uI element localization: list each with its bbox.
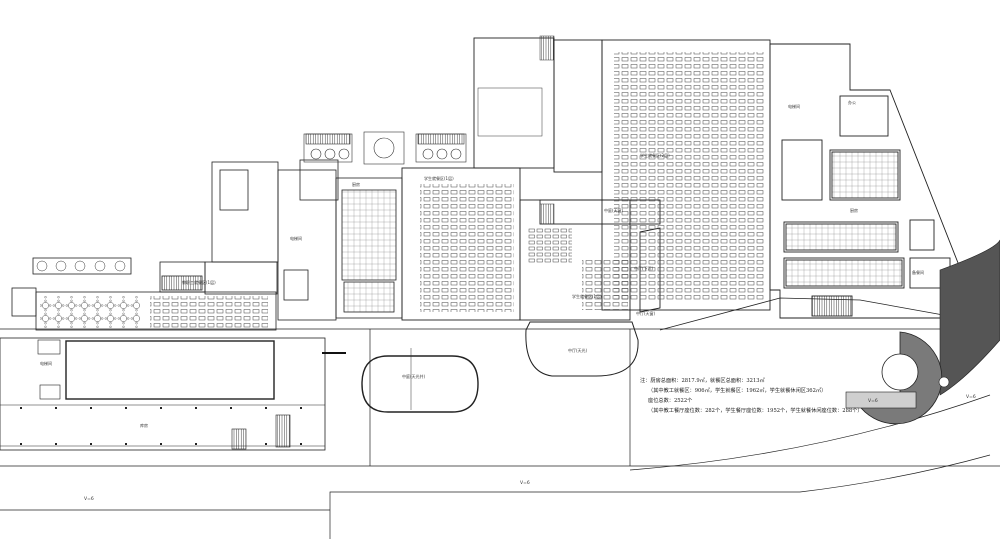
label-elevator-lower: 电梯间	[40, 360, 52, 366]
label-office: 办公	[848, 99, 856, 105]
label-atrium-side: 中厅(下沉)	[634, 265, 654, 271]
label-elevator-mid: 电梯间	[290, 235, 302, 241]
stair-upper	[539, 35, 555, 61]
elevation-left: V=6	[84, 496, 94, 502]
lower-left-building	[0, 337, 326, 451]
note-line-2: （其中教工就餐区：906㎡，学生就餐区：1962㎡，学生就餐休闲区362㎡）	[648, 386, 826, 394]
stair-center	[539, 203, 555, 225]
note-line-3: 座位总数：2522个	[648, 396, 693, 404]
label-student-dining-3: 学生就餐区(1层)	[572, 293, 602, 299]
note-line-4: （其中教工餐厅座位数：282个，学生餐厅座位数：1952个，学生就餐休闲座位数：…	[648, 406, 863, 414]
note-line-1: 注：厨房总面积：2817.9㎡，就餐区总面积：3213㎡	[640, 376, 766, 384]
label-kitchen-right: 厨房	[850, 207, 858, 213]
elevation-ramp: V=6	[868, 398, 878, 404]
label-storage: 库房	[140, 422, 148, 428]
label-kitchen-left: 厨房	[352, 181, 360, 187]
kitchen-wing	[769, 43, 961, 319]
label-elevator-right: 电梯间	[788, 103, 800, 109]
west-wing	[11, 257, 278, 331]
label-atrium-top: 中庭(天窗)	[604, 207, 624, 213]
wall-mark	[322, 352, 346, 354]
site-lines	[0, 328, 1000, 539]
roof-fans	[303, 131, 467, 165]
service-block-left	[211, 159, 403, 321]
courtyard-oval	[361, 355, 479, 413]
label-prep: 备餐间	[912, 269, 924, 275]
room-upper	[477, 87, 543, 137]
label-student-dining-2: 学生就餐区(2层)	[640, 152, 670, 158]
elevation-right: V=6	[966, 394, 976, 400]
elevation-center: V=6	[520, 480, 530, 486]
student-tables-1	[420, 184, 514, 312]
student-tables-main	[614, 52, 764, 300]
label-staff-dining: 教职工就餐区(1层)	[182, 279, 216, 285]
label-student-dining-1: 学生就餐区(1层)	[424, 175, 454, 181]
label-atrium-right: 中厅(天窗)	[636, 310, 656, 316]
staff-round-tables	[40, 296, 140, 328]
staff-tables	[150, 296, 268, 328]
atrium-bumpout	[525, 321, 639, 377]
label-atrium: 中厅(天光)	[568, 347, 588, 353]
label-courtyard: 中庭(天光井)	[402, 373, 426, 379]
student-tables-2	[528, 228, 572, 264]
column-grid-lower	[20, 407, 302, 445]
fans-west	[36, 260, 126, 272]
ramp	[845, 239, 1000, 425]
south-facade	[659, 297, 961, 331]
